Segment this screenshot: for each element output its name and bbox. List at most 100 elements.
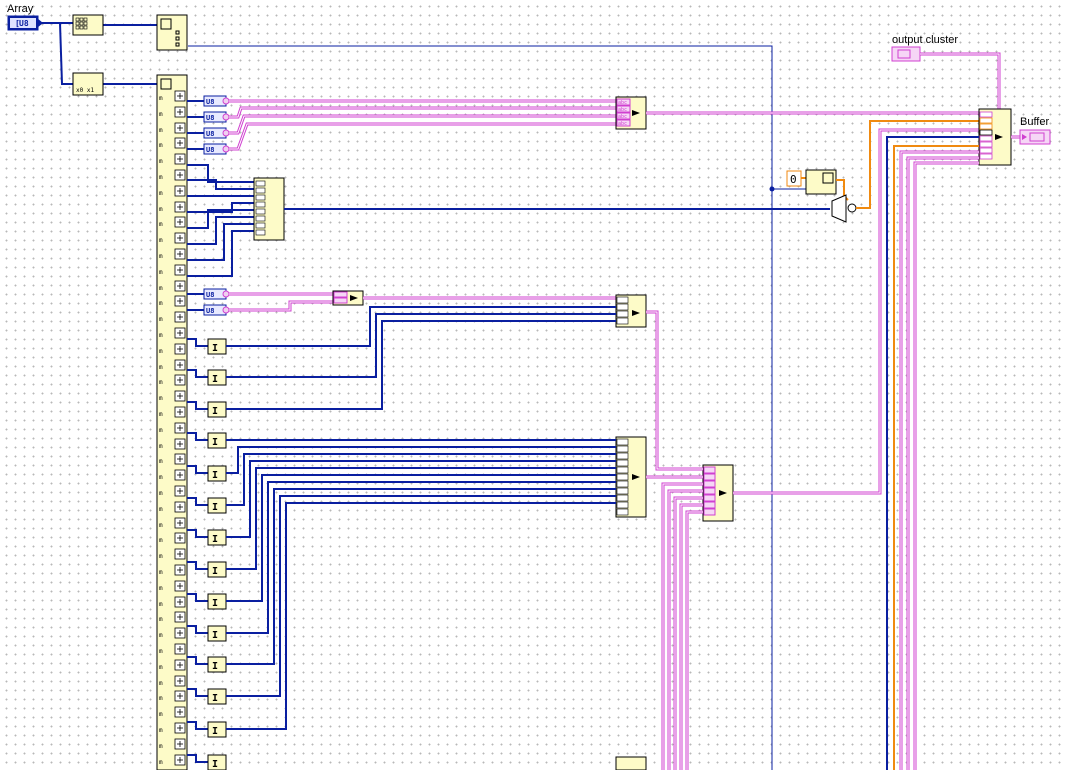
string-in-icon bbox=[703, 508, 716, 516]
cluster-in-wire[interactable] bbox=[679, 503, 703, 770]
type-cast-node[interactable] bbox=[207, 754, 227, 770]
build-array-in-wire[interactable] bbox=[187, 179, 254, 190]
typecast-in-wire[interactable] bbox=[187, 688, 208, 697]
string-wire-g1-core[interactable] bbox=[229, 123, 616, 150]
typecast-in-wire[interactable] bbox=[187, 369, 208, 378]
build-array-in-wire[interactable] bbox=[187, 202, 254, 213]
tc-wire-b3[interactable] bbox=[226, 467, 616, 570]
initialize-array-node[interactable] bbox=[805, 169, 837, 195]
u8-convert-text: U8 bbox=[206, 146, 214, 154]
string-wire-g1-core[interactable] bbox=[229, 107, 616, 118]
bundle-by-name-slot bbox=[979, 123, 993, 130]
index-row-marker: m bbox=[159, 142, 163, 149]
type-cast-icon: I bbox=[212, 759, 218, 770]
cluster-in-wire-core[interactable] bbox=[662, 483, 703, 770]
array-wire-c[interactable] bbox=[59, 22, 73, 85]
tc-wire-b3[interactable] bbox=[226, 474, 616, 602]
index-row-marker: m bbox=[159, 190, 163, 197]
decimate-array-node[interactable] bbox=[72, 72, 104, 96]
tc-wire-b3[interactable] bbox=[226, 495, 616, 697]
build-array-in-wire[interactable] bbox=[187, 216, 254, 245]
array-size-node[interactable] bbox=[72, 14, 104, 36]
typecast-in-wire[interactable] bbox=[187, 656, 208, 665]
index-row-marker: m bbox=[159, 206, 163, 213]
element-slot-icon bbox=[616, 317, 629, 325]
output-cluster-terminal[interactable] bbox=[891, 46, 921, 62]
cluster-in-wire-core[interactable] bbox=[686, 511, 703, 770]
build-array-in-wire[interactable] bbox=[187, 223, 254, 261]
tc-wire-2[interactable] bbox=[226, 313, 616, 378]
right-wire-5[interactable] bbox=[913, 161, 979, 770]
tc-wire-b3[interactable] bbox=[226, 446, 616, 474]
build-array-in-wire[interactable] bbox=[187, 230, 254, 277]
output-cluster-wire-core[interactable] bbox=[920, 53, 1000, 112]
string-wire-g3b[interactable] bbox=[229, 300, 333, 312]
cluster-in-wire[interactable] bbox=[685, 510, 703, 770]
array-label: Array bbox=[7, 3, 34, 15]
right-wire-3-core[interactable] bbox=[900, 151, 979, 770]
grid-cell-icon bbox=[83, 25, 88, 30]
bundle-by-name-slot bbox=[979, 117, 993, 124]
right-wire-2[interactable] bbox=[893, 145, 979, 770]
u8-convert-text: U8 bbox=[206, 114, 214, 122]
bundle-arrow-icon bbox=[350, 295, 358, 301]
typecast-in-wire[interactable] bbox=[187, 497, 208, 506]
cluster-in-wire-core[interactable] bbox=[668, 490, 703, 770]
typecast-in-wire[interactable] bbox=[187, 401, 208, 410]
element-slot-icon bbox=[255, 229, 266, 236]
select-node[interactable] bbox=[831, 194, 847, 223]
right-wire-1[interactable] bbox=[886, 136, 979, 770]
typecast-in-wire[interactable] bbox=[187, 529, 208, 538]
abc-text: abc bbox=[618, 114, 627, 120]
string-wire-g1-core[interactable] bbox=[229, 115, 616, 134]
bundle-by-name-slot bbox=[979, 135, 993, 142]
tc-wire-1[interactable] bbox=[226, 306, 616, 347]
grid-cell-icon bbox=[75, 21, 80, 26]
tc-wire-b3[interactable] bbox=[226, 481, 616, 634]
typecast-in-wire[interactable] bbox=[187, 625, 208, 634]
string-wire-g3b-core[interactable] bbox=[229, 301, 333, 311]
typecast-in-wire[interactable] bbox=[187, 338, 208, 347]
cluster-in-wire-core[interactable] bbox=[674, 497, 703, 770]
tc-wire-b3[interactable] bbox=[226, 488, 616, 665]
typecast-in-wire[interactable] bbox=[187, 561, 208, 570]
string-in-icon bbox=[703, 501, 716, 509]
index-array-top[interactable] bbox=[156, 14, 188, 51]
build-array-in-wire[interactable] bbox=[187, 209, 254, 229]
grid-cell-icon bbox=[75, 25, 80, 30]
build-array-in-wire[interactable] bbox=[187, 164, 254, 183]
right-wire-3[interactable] bbox=[899, 150, 979, 770]
u8-convert-text: U8 bbox=[206, 307, 214, 315]
bundle-by-name-slot bbox=[979, 153, 993, 160]
typecast-in-wire[interactable] bbox=[187, 593, 208, 602]
index-wire-right[interactable] bbox=[188, 45, 773, 770]
tc-wire-3[interactable] bbox=[226, 320, 616, 410]
typecast-in-wire[interactable] bbox=[187, 721, 208, 730]
typecast-in-wire[interactable] bbox=[187, 754, 208, 763]
type-cast-icon: I bbox=[212, 534, 218, 545]
tc-wire-b3[interactable] bbox=[226, 502, 616, 730]
bundle-node-5[interactable] bbox=[615, 756, 647, 770]
cluster-wire-a[interactable] bbox=[646, 310, 703, 471]
convert-out-icon bbox=[222, 97, 230, 105]
tc-wire-b3[interactable] bbox=[226, 460, 616, 538]
index-row-marker: m bbox=[159, 221, 163, 228]
select-out-wire[interactable] bbox=[856, 120, 979, 209]
right-wire-4-core[interactable] bbox=[907, 157, 979, 770]
cluster-in-wire-core[interactable] bbox=[680, 504, 703, 770]
index-row-marker: m bbox=[159, 395, 163, 402]
type-cast-icon: I bbox=[212, 502, 218, 513]
cluster-in-wire[interactable] bbox=[673, 496, 703, 770]
tc-wire-b3[interactable] bbox=[226, 453, 616, 506]
cluster-out-wire[interactable] bbox=[733, 128, 979, 495]
type-cast-icon: I bbox=[212, 374, 218, 385]
right-wire-5-core[interactable] bbox=[914, 162, 979, 770]
cluster-wire-a-core[interactable] bbox=[646, 311, 703, 470]
typecast-in-wire[interactable] bbox=[187, 465, 208, 474]
typecast-in-wire[interactable] bbox=[187, 432, 208, 441]
string-in-icon bbox=[333, 291, 348, 298]
cluster-out-wire-core[interactable] bbox=[733, 129, 979, 494]
right-wire-4[interactable] bbox=[906, 156, 979, 770]
output-cluster-wire[interactable] bbox=[920, 52, 1001, 112]
string-wire-g1[interactable] bbox=[229, 122, 616, 151]
